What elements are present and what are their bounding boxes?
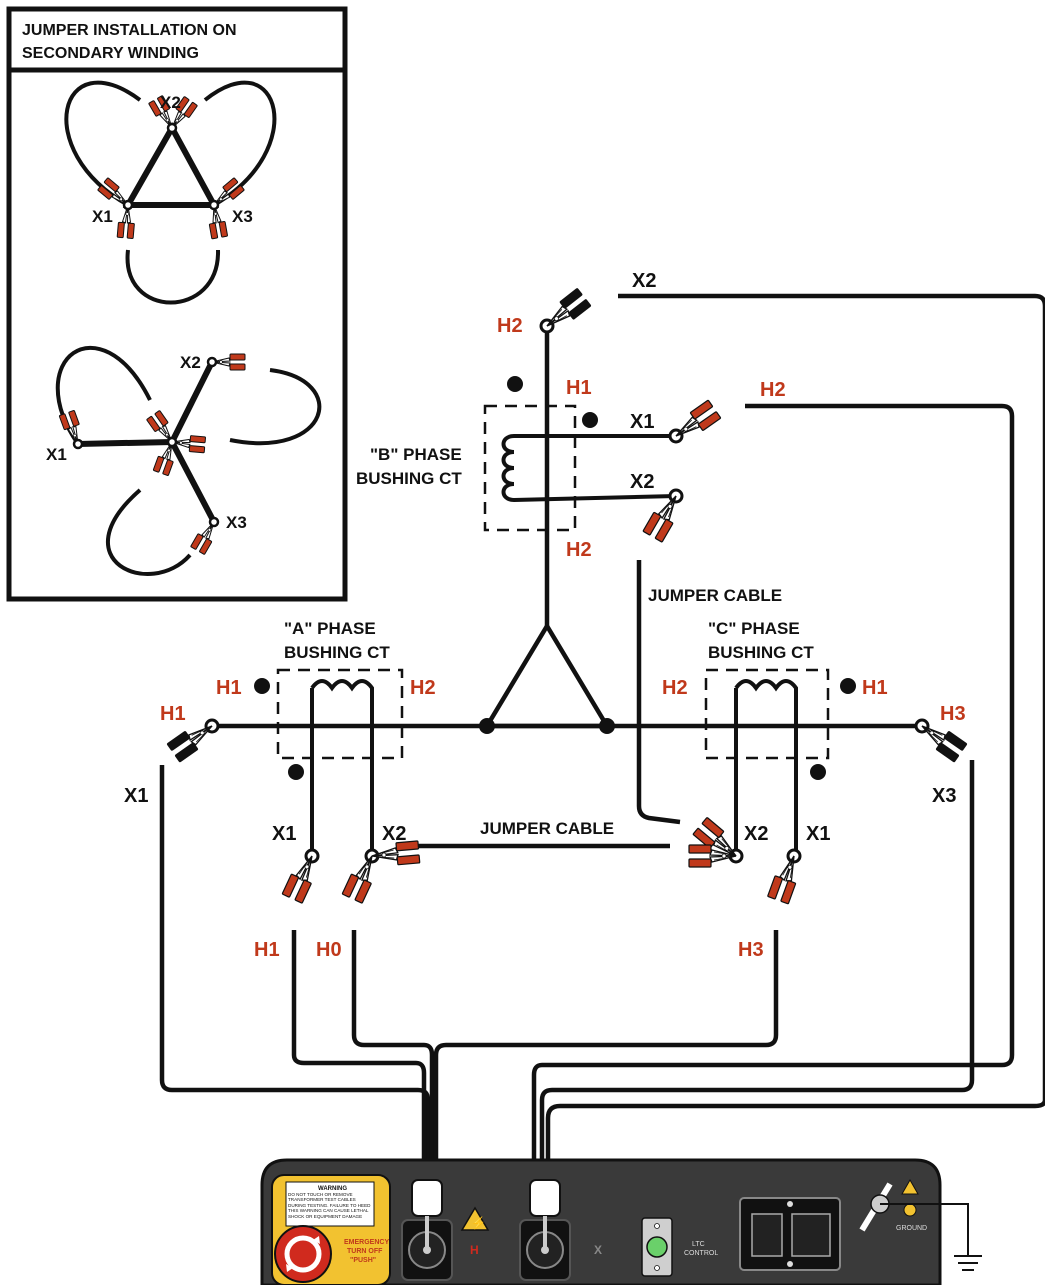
test-cables	[159, 293, 1045, 1180]
b-phase-title-1: "B" PHASE	[370, 445, 462, 464]
c-phase-x1: X1	[806, 823, 830, 845]
jumper-cable-label-lower: JUMPER CABLE	[480, 819, 614, 838]
c-phase-h2: H2	[662, 677, 688, 699]
h-port-warning-icon: ⚡	[460, 1206, 490, 1231]
svg-text:⚡: ⚡	[471, 1216, 486, 1230]
b-phase-x2: X2	[630, 471, 654, 493]
c-phase-h1-dot-label: H1	[862, 677, 888, 699]
delta-x3-label: X3	[232, 207, 253, 226]
wye-jumper-diagram: X2 X1 X3	[46, 345, 322, 577]
c-phase-h3-terminal: H3	[940, 703, 966, 725]
c-phase-x2: X2	[744, 823, 768, 845]
test-instrument-panel: WARNING DO NOT TOUCH OR REMOVE TRANSFORM…	[260, 1158, 942, 1285]
c-phase-title-2: BUSHING CT	[708, 643, 814, 662]
power-switch[interactable]	[751, 1213, 783, 1257]
h-cable-connector[interactable]	[401, 1179, 453, 1281]
warning-title: WARNING	[318, 1186, 347, 1192]
b-phase-top-h2: H2	[497, 315, 523, 337]
power-entry-module[interactable]	[739, 1197, 841, 1271]
estop-label-1: EMERGENCY	[344, 1239, 389, 1246]
b-phase-clip-x2: X2	[632, 270, 656, 292]
jumper-cable-label-upper: JUMPER CABLE	[648, 586, 782, 605]
a-phase-h2: H2	[410, 677, 436, 699]
a-phase-ct: H1 H1 H2 X1 X1 X2 H1 H0 "A" PHASE BUSHIN…	[124, 619, 670, 961]
ground-label: GROUND	[896, 1225, 927, 1232]
ltc-label-1: LTC	[692, 1241, 705, 1248]
ground-symbol-icon	[903, 1203, 917, 1217]
ltc-control-connector[interactable]	[641, 1217, 673, 1277]
c-phase-ct: H3 H1 H2 X3 X2 X1 H3 "C" PHASE BUSHING C…	[599, 619, 968, 961]
a-phase-x1: X1	[272, 823, 296, 845]
delta-x2-label: X2	[160, 93, 181, 112]
ltc-label-2: CONTROL	[684, 1250, 718, 1257]
power-inlet	[791, 1213, 831, 1257]
a-phase-clip-h0: H0	[316, 939, 342, 961]
a-phase-title-2: BUSHING CT	[284, 643, 390, 662]
delta-x1-label: X1	[92, 207, 113, 226]
b-phase-x1: X1	[630, 411, 654, 433]
emergency-stop-button[interactable]	[274, 1225, 332, 1283]
estop-label-2: TURN OFF	[347, 1248, 383, 1255]
h-port-label: H	[470, 1243, 479, 1257]
a-phase-clip-x1: X1	[124, 785, 148, 807]
delta-jumper-diagram: X2 X1 X3	[64, 80, 277, 305]
earth-ground-icon	[880, 1203, 982, 1271]
estop-label-3: "PUSH"	[350, 1257, 376, 1264]
bushing-conductors	[212, 326, 922, 729]
a-phase-h1-dot-label: H1	[216, 677, 242, 699]
c-phase-clip-h3: H3	[738, 939, 764, 961]
a-phase-h1-terminal: H1	[160, 703, 186, 725]
wye-x1-label: X1	[46, 445, 67, 464]
inset-title-line1: JUMPER INSTALLATION ON	[22, 22, 237, 39]
b-phase-title-2: BUSHING CT	[356, 469, 462, 488]
inset-title-line2: SECONDARY WINDING	[22, 45, 199, 62]
a-phase-title-1: "A" PHASE	[284, 619, 376, 638]
x-cable-connector[interactable]	[519, 1179, 571, 1281]
a-phase-x2: X2	[382, 823, 406, 845]
warning-text: DO NOT TOUCH OR REMOVE TRANSFORMER TEST …	[288, 1192, 371, 1219]
inset-panel: JUMPER INSTALLATION ON SECONDARY WINDING…	[6, 6, 348, 602]
ground-warning-icon	[901, 1178, 919, 1195]
wye-x3-label: X3	[226, 513, 247, 532]
b-phase-ct: H2 X2 H1 H2 X1 X2 H2 "B" PHASE BUSHING C…	[356, 270, 786, 825]
b-phase-clip-h2: H2	[760, 379, 786, 401]
x-port-label: X	[594, 1243, 602, 1257]
wye-x2-label: X2	[180, 353, 201, 372]
b-phase-h1: H1	[566, 377, 592, 399]
a-phase-clip-h1: H1	[254, 939, 280, 961]
b-phase-h2: H2	[566, 539, 592, 561]
c-phase-title-1: "C" PHASE	[708, 619, 800, 638]
c-phase-clip-x3: X3	[932, 785, 956, 807]
